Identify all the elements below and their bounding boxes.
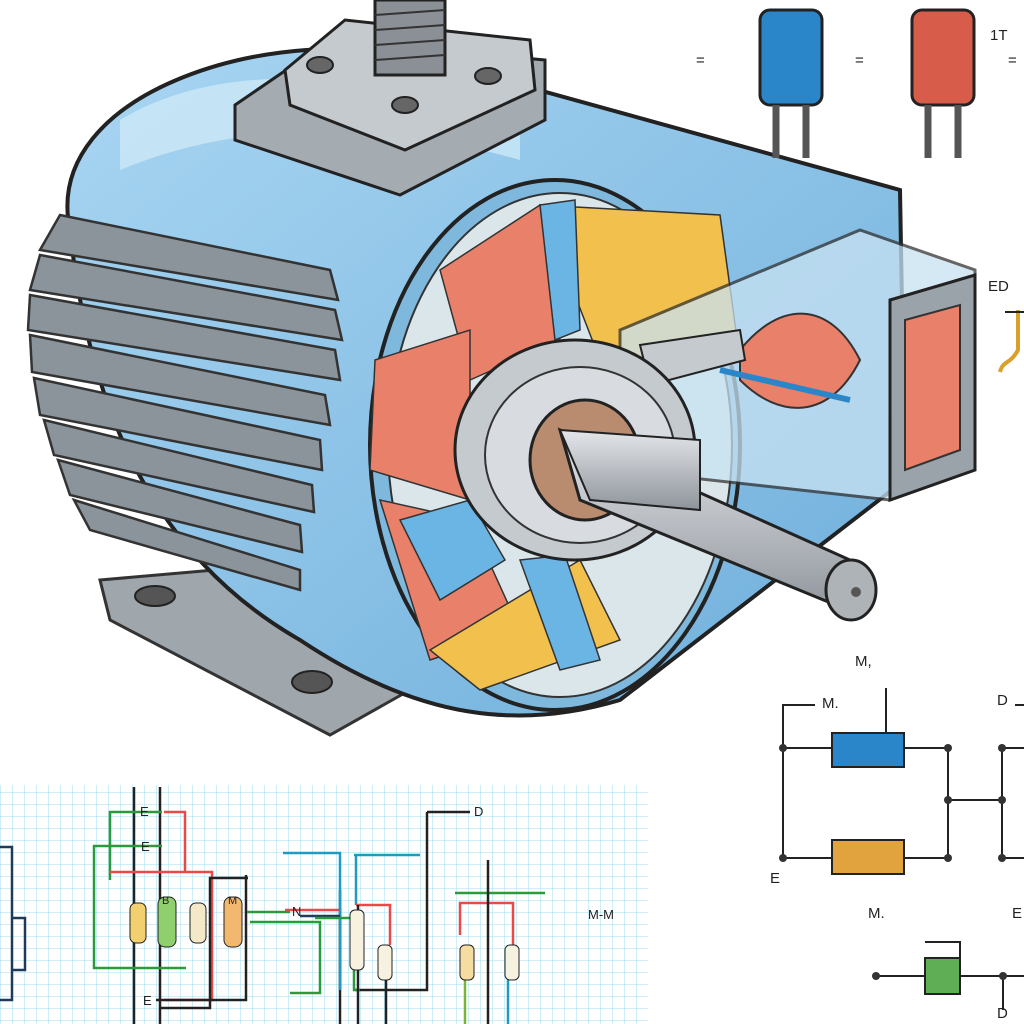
label-1t: 1T (990, 27, 1008, 44)
grid-label-e1: E (140, 804, 149, 819)
grid-label-n: N (292, 904, 302, 919)
grid-label-mm: M-M (588, 907, 614, 922)
grid-resistors (129, 896, 520, 981)
grid-paper (0, 785, 648, 1024)
label-d-bottom: D (997, 1005, 1008, 1022)
label-m-top: M. (822, 695, 839, 712)
terminal-box (618, 228, 977, 503)
grid-label-e2: E (141, 839, 150, 854)
label-ed: ED (988, 278, 1009, 295)
blue-component (831, 732, 905, 768)
equals-sign-1: = (696, 52, 705, 69)
label-e-lower: E (1012, 905, 1023, 922)
label-e-left: E (770, 870, 781, 887)
equals-sign-2: = (855, 52, 864, 69)
grid-label-e-bottom: E (143, 993, 152, 1008)
stator-windings (369, 199, 741, 691)
label-m-lower: M. (868, 905, 885, 922)
circuit-title: M, (855, 653, 872, 670)
resistor-label-m: M (228, 895, 238, 907)
right-circuit (782, 688, 1024, 1010)
rotor-shaft (453, 338, 878, 622)
label-d-top: D (997, 692, 1008, 709)
top-mount (233, 0, 547, 197)
cooling-fins (26, 213, 344, 592)
green-component (924, 957, 961, 995)
resistor-label-b: B (162, 895, 170, 907)
equals-sign-3: = (1008, 52, 1017, 69)
top-right-components (758, 8, 1024, 373)
grid-label-d: D (474, 804, 484, 819)
orange-component (831, 839, 905, 875)
